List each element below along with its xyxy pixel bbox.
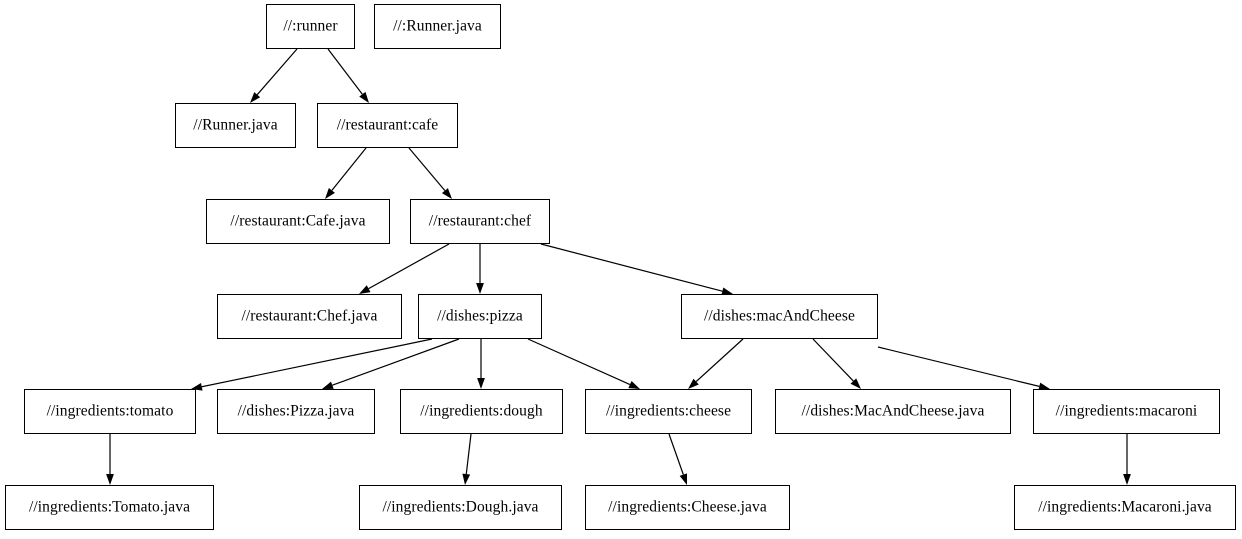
arrowhead-icon [688, 378, 699, 389]
graph-edge [106, 434, 114, 485]
graph-node-restaurant-cafe[interactable]: //restaurant:cafe [317, 103, 458, 148]
graph-edge [540, 243, 733, 296]
graph-node-label: //restaurant:Cafe.java [230, 212, 366, 230]
graph-node-label: //ingredients:dough [420, 402, 543, 420]
graph-node-ingredients-dough[interactable]: //ingredients:dough [400, 389, 563, 434]
graph-edge [462, 433, 472, 485]
graph-node-label: //ingredients:Macaroni.java [1038, 498, 1212, 516]
graph-node-root-runner-java[interactable]: //:Runner.java [374, 4, 501, 49]
arrowhead-icon [1123, 474, 1131, 485]
graph-node-dishes-macandcheese[interactable]: //dishes:macAndCheese [681, 294, 878, 339]
graph-node-label: //:Runner.java [393, 17, 482, 35]
graph-edge [359, 243, 450, 294]
arrowhead-icon [628, 380, 640, 389]
graph-edge [527, 338, 640, 389]
graph-edge [877, 346, 1050, 391]
graph-node-dishes-macandcheese-java[interactable]: //dishes:MacAndCheese.java [775, 389, 1011, 434]
graph-node-label: //ingredients:Cheese.java [608, 498, 767, 516]
graph-edge [408, 147, 452, 199]
graph-node-restaurant-cafe-java[interactable]: //restaurant:Cafe.java [206, 199, 390, 244]
arrowhead-icon [462, 473, 471, 485]
graph-edge [668, 433, 688, 485]
graph-node-label: //dishes:macAndCheese [703, 307, 856, 325]
graph-node-label: //Runner.java [193, 116, 278, 134]
graph-edge [191, 338, 433, 391]
graph-node-label: //ingredients:Dough.java [382, 498, 539, 516]
arrowhead-icon [325, 187, 335, 199]
graph-node-ingredients-cheese[interactable]: //ingredients:cheese [585, 389, 752, 434]
graph-edge [327, 48, 369, 103]
graph-node-ingredients-dough-java[interactable]: //ingredients:Dough.java [359, 485, 562, 530]
arrowhead-icon [679, 473, 688, 485]
arrowhead-icon [441, 188, 452, 199]
graph-node-label: //:runner [283, 17, 338, 35]
graph-node-ingredients-tomato-java[interactable]: //ingredients:Tomato.java [5, 485, 214, 530]
graph-node-label: //restaurant:cafe [336, 116, 439, 134]
graph-node-restaurant-chef[interactable]: //restaurant:chef [410, 199, 550, 244]
graph-node-label: //restaurant:Chef.java [241, 307, 378, 325]
graph-node-ingredients-tomato[interactable]: //ingredients:tomato [24, 389, 196, 434]
graph-edge [322, 338, 460, 389]
graph-edge [250, 48, 298, 103]
graph-node-label: //dishes:pizza [437, 307, 523, 325]
arrowhead-icon [250, 92, 261, 103]
arrowhead-icon [106, 474, 114, 485]
graph-node-label: //restaurant:chef [428, 212, 532, 230]
graph-node-ingredients-cheese-java[interactable]: //ingredients:Cheese.java [585, 485, 790, 530]
graph-node-label: //dishes:MacAndCheese.java [801, 402, 985, 420]
graph-node-runner[interactable]: //:runner [266, 4, 355, 49]
graph-node-dishes-pizza-java[interactable]: //dishes:Pizza.java [217, 389, 375, 434]
graph-node-runner-java[interactable]: //Runner.java [175, 103, 296, 148]
graph-node-label: //dishes:Pizza.java [237, 402, 355, 420]
arrowhead-icon [322, 381, 334, 389]
arrowhead-icon [850, 378, 861, 389]
graph-edge [476, 244, 484, 294]
graph-edge [812, 338, 861, 389]
arrowhead-icon [476, 283, 484, 294]
graph-edge [1123, 434, 1131, 485]
arrowhead-icon [359, 91, 369, 103]
arrowhead-icon [477, 378, 485, 389]
graph-edge [325, 147, 367, 199]
graph-node-label: //ingredients:cheese [605, 402, 732, 420]
arrowhead-icon [359, 285, 371, 294]
graph-node-label: //ingredients:macaroni [1055, 402, 1198, 420]
graph-edge [688, 338, 744, 389]
graph-edge [477, 339, 485, 389]
graph-node-ingredients-macaroni-java[interactable]: //ingredients:Macaroni.java [1014, 485, 1236, 530]
graph-node-ingredients-macaroni[interactable]: //ingredients:macaroni [1033, 389, 1220, 434]
graph-node-restaurant-chef-java[interactable]: //restaurant:Chef.java [217, 294, 402, 339]
graph-node-label: //ingredients:Tomato.java [28, 498, 191, 516]
graph-node-label: //ingredients:tomato [46, 402, 174, 420]
graph-node-dishes-pizza[interactable]: //dishes:pizza [418, 294, 542, 339]
